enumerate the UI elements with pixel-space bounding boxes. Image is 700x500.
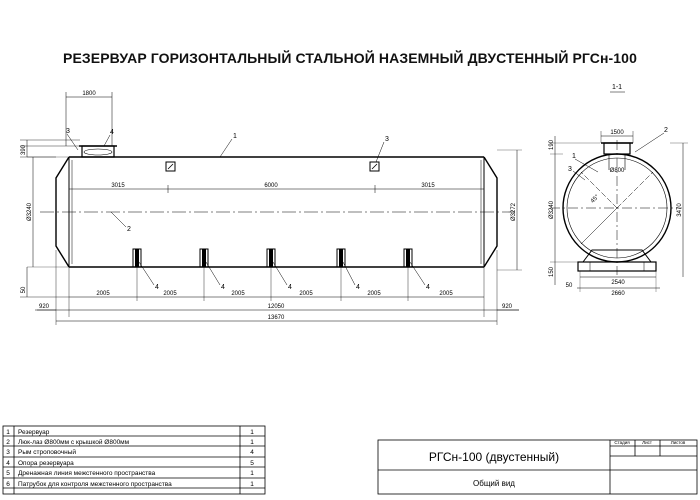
dim-left-gap: 3015: [111, 183, 125, 189]
dim-overall-length: 13670: [268, 315, 285, 321]
end-dim-height: 3470: [677, 203, 683, 217]
end-dim-base-inner: 2540: [611, 280, 625, 286]
spec-pos: 3: [6, 449, 10, 456]
title-block-col-sheets: Листов: [671, 440, 686, 445]
spec-qty: 1: [250, 429, 254, 436]
end-callout-2: 2: [664, 127, 668, 134]
spec-qty: 4: [250, 449, 254, 456]
end-dim-small-offset: 50: [566, 283, 573, 289]
spec-name: Опора резервуара: [18, 460, 74, 467]
dim-left-diameter: Ø3240: [27, 202, 33, 221]
callout-2: 2: [127, 226, 131, 233]
dim-support-3: 2005: [231, 291, 245, 297]
end-dim-base-height: 150: [549, 266, 555, 277]
section-label: 1-1: [612, 84, 622, 91]
spec-qty: 5: [250, 460, 254, 467]
spec-name: Патрубок для контроля межстенного простр…: [18, 480, 172, 488]
spec-qty: 1: [250, 439, 254, 446]
callout-4-e: 4: [426, 284, 430, 291]
spec-name: Рым строповочный: [18, 448, 76, 456]
title-block-name: РГСн-100 (двустенный): [429, 450, 559, 464]
spec-pos: 2: [6, 439, 10, 446]
callout-4-d: 4: [356, 284, 360, 291]
dim-support-4: 2005: [299, 291, 313, 297]
title-block-lines: [377, 439, 698, 495]
spec-pos: 1: [6, 429, 10, 436]
spec-name: Резервуар: [18, 429, 50, 436]
title-block-col-sheet: Лист: [642, 440, 652, 445]
lifting-lug-left: [165, 161, 176, 172]
end-dim-top-width: 1500: [610, 130, 624, 136]
dim-end-offset-right: 920: [502, 304, 513, 310]
end-callout-3: 3: [568, 166, 572, 173]
dim-end-offset-left: 920: [39, 304, 50, 310]
callout-3: 3: [66, 128, 70, 135]
lifting-lug-right: [369, 161, 380, 172]
end-dim-top-height: 190: [549, 139, 555, 150]
spec-qty: 1: [250, 470, 254, 477]
spec-qty: 1: [250, 481, 254, 488]
manhole-neck: [79, 145, 117, 158]
dim-support-end: 2005: [439, 291, 453, 297]
tank-side-view: [20, 92, 522, 325]
spec-table-lines: [2, 425, 266, 495]
spec-pos: 4: [6, 460, 10, 467]
dim-middle: 6000: [264, 183, 278, 189]
spec-name: Дренажная линия межстенного пространства: [18, 470, 156, 477]
drawing-title: РЕЗЕРВУАР ГОРИЗОНТАЛЬНЫЙ СТАЛЬНОЙ НАЗЕМН…: [63, 50, 637, 66]
end-view-saddle: [577, 249, 657, 272]
callout-5-neck: 4: [110, 129, 114, 136]
dim-neck-side: 390: [21, 144, 27, 155]
callout-1: 1: [233, 133, 237, 140]
callout-3-right: 3: [385, 136, 389, 143]
end-dim-opening: Ø800: [610, 168, 625, 174]
dim-right-gap: 3015: [421, 183, 435, 189]
callout-4-b: 4: [221, 284, 225, 291]
spec-pos: 6: [6, 481, 10, 488]
dim-neck-width: 1800: [82, 91, 96, 97]
end-dim-diameter: Ø3240: [549, 200, 555, 219]
spec-table: 1 Резервуар 1 2 Люк-лаз Ø800мм с крышкой…: [6, 429, 254, 488]
callout-4-a: 4: [155, 284, 159, 291]
dim-right-diameter: Ø3272: [511, 202, 517, 221]
callout-4-c: 4: [288, 284, 292, 291]
title-block-col-stage: Стадия: [614, 440, 630, 445]
title-block: РГСн-100 (двустенный) Общий вид Стадия Л…: [429, 440, 686, 488]
dim-support-2: 2005: [163, 291, 177, 297]
spec-name: Люк-лаз Ø800мм с крышкой Ø800мм: [18, 438, 130, 446]
end-dim-base-outer: 2660: [611, 291, 625, 297]
spec-pos: 5: [6, 470, 10, 477]
dim-support-1: 2005: [96, 291, 110, 297]
dim-support-5: 2005: [367, 291, 381, 297]
dim-body-length: 12050: [268, 304, 285, 310]
dim-lower-height: 50: [21, 286, 27, 293]
title-block-sheet-title: Общий вид: [473, 479, 515, 488]
tank-end-view: [550, 131, 688, 292]
end-callout-1: 1: [572, 153, 576, 160]
end-dim-angle: 45°: [590, 194, 601, 205]
